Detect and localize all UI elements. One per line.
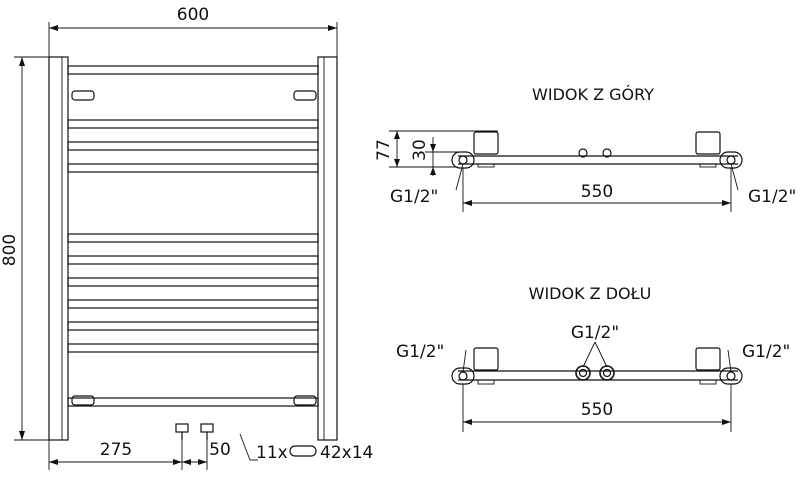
tube-5 <box>67 233 319 243</box>
tubes <box>67 65 319 407</box>
top-view-axis-label: 550 <box>581 182 613 202</box>
dim-depth-total-label: 77 <box>374 139 394 161</box>
tube-11 <box>67 397 319 407</box>
top-view-valves <box>578 148 612 158</box>
tube-size-label: 42x14 <box>320 443 373 463</box>
bottom-view-axis-dimension <box>462 384 732 432</box>
dim-width-label: 600 <box>177 5 209 25</box>
top-view-title: WIDOK Z GÓRY <box>532 85 654 104</box>
bottom-view-connection-left: G1/2" <box>396 342 444 362</box>
top-view-connection-leaders <box>455 163 739 191</box>
bottom-view-center-connections <box>575 365 615 381</box>
tube-spec-leader <box>239 433 258 461</box>
bottom-view-connection-center: G1/2" <box>571 323 619 343</box>
bottom-view: WIDOK Z DOŁU <box>396 284 790 432</box>
top-mount-bracket <box>71 90 317 101</box>
tube-7 <box>67 277 319 287</box>
bottom-connectors <box>175 423 214 440</box>
tube-profile-icon <box>289 445 317 457</box>
dim-depth-tube-label: 30 <box>410 139 430 161</box>
dimension-width <box>48 22 338 57</box>
top-view: WIDOK Z GÓRY <box>374 85 796 212</box>
dim-height-label: 800 <box>0 234 20 266</box>
tube-9 <box>67 321 319 331</box>
right-collector <box>317 56 338 441</box>
bottom-view-connection-right: G1/2" <box>742 342 790 362</box>
bottom-view-title: WIDOK Z DOŁU <box>529 284 652 303</box>
bottom-view-connection-leaders <box>462 341 732 373</box>
tube-2 <box>67 119 319 129</box>
top-view-connection-left: G1/2" <box>390 187 438 207</box>
tube-1 <box>67 65 319 75</box>
tube-spec-label: 11x <box>256 443 288 463</box>
tube-3 <box>67 141 319 151</box>
dimension-connection-offset <box>48 440 208 470</box>
front-view: 600 800 275 50 11x 42x <box>0 5 373 470</box>
tube-4 <box>67 163 319 173</box>
bottom-view-wall-brackets <box>473 347 721 371</box>
top-view-depth-dimensions <box>389 130 498 176</box>
left-collector <box>48 56 69 441</box>
dim-connection-offset-label: 275 <box>100 440 132 460</box>
dimension-height <box>14 56 49 441</box>
top-view-tube <box>458 155 738 168</box>
top-view-wall-brackets <box>473 131 721 155</box>
top-view-axis-dimension <box>462 168 732 212</box>
bottom-view-axis-label: 550 <box>581 400 613 420</box>
dim-connection-spacing-label: 50 <box>209 440 231 460</box>
tube-8 <box>67 299 319 309</box>
bottom-mount-bracket <box>71 395 317 406</box>
top-view-connection-right: G1/2" <box>748 187 796 207</box>
tube-10 <box>67 343 319 353</box>
tube-6 <box>67 255 319 265</box>
bottom-view-tube <box>458 370 738 385</box>
